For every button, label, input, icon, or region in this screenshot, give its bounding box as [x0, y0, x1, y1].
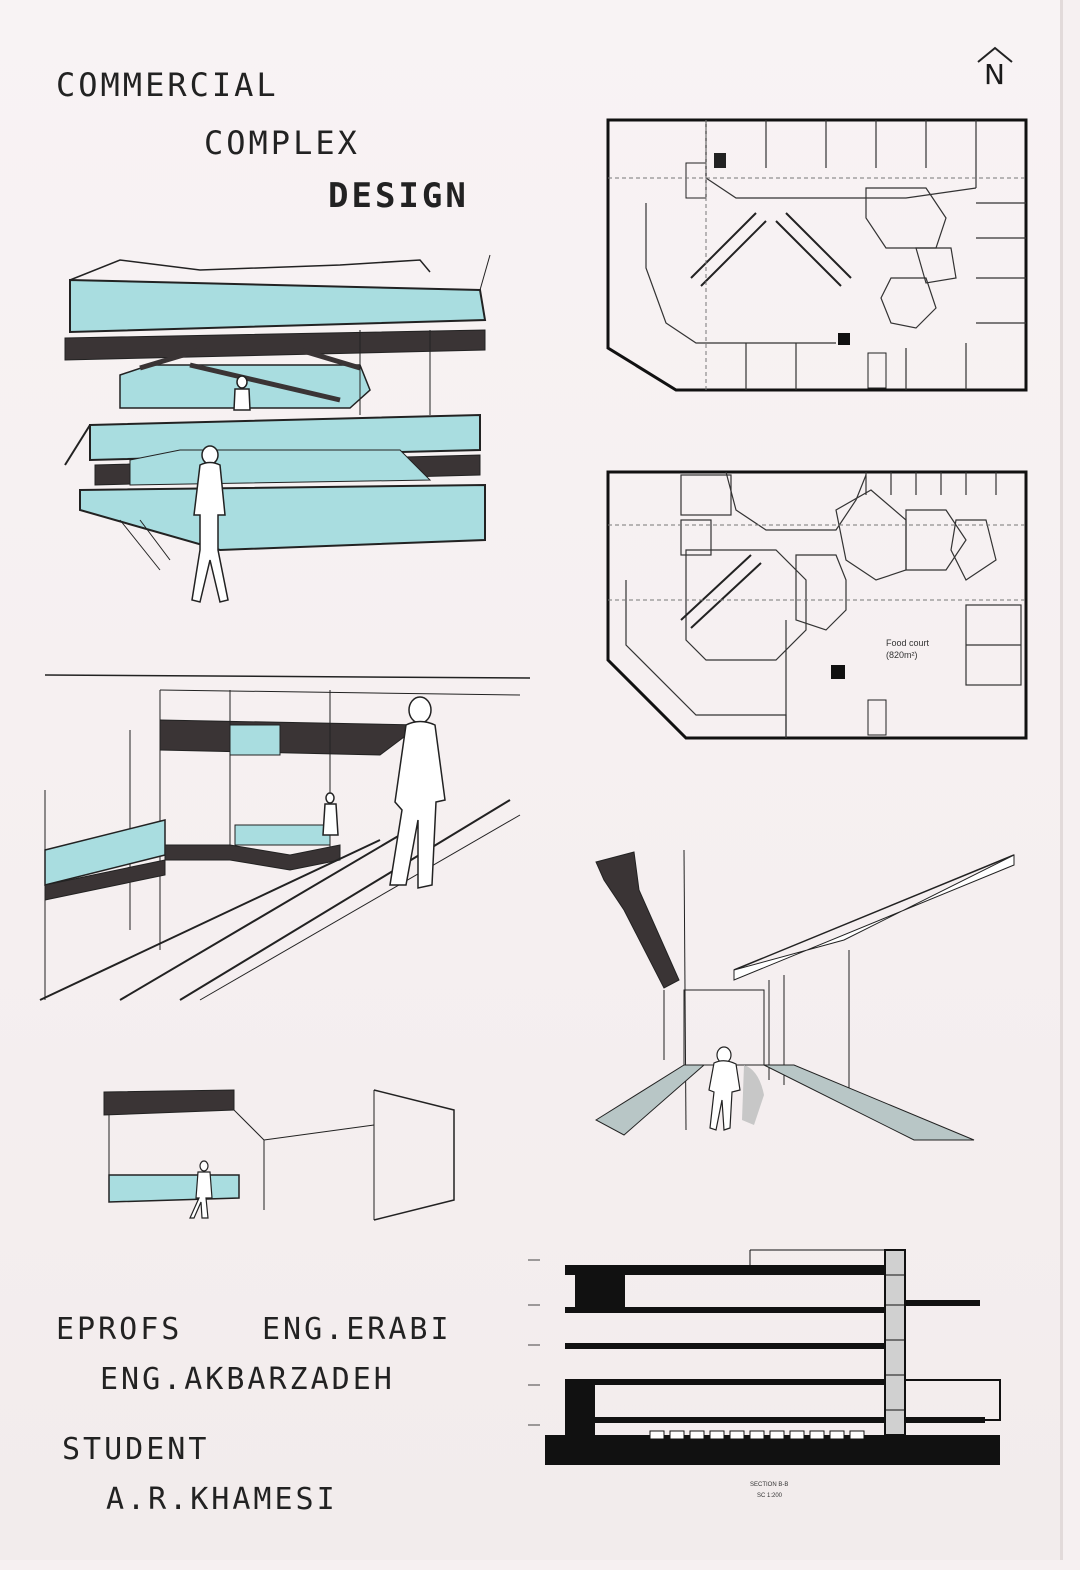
prof-name-2: ENG.AKBARZADEH	[100, 1362, 395, 1397]
section-title: SECTION B-B	[750, 1482, 789, 1488]
food-court-label: Food court	[886, 638, 930, 648]
profs-label: EPROFS	[56, 1312, 183, 1347]
atrium-perspective-sketch	[64, 254, 491, 603]
title-line-2: COMPLEX	[204, 124, 360, 162]
drawing-sheet: COMMERCIAL COMPLEX DESIGN N	[0, 0, 1063, 1560]
student-name: A.R.KHAMESI	[106, 1482, 338, 1517]
section-scale: SC 1:200	[757, 1493, 783, 1499]
north-label: N	[984, 58, 1005, 91]
entrance-perspective-sketch	[103, 1089, 455, 1221]
first-floor-plan	[606, 118, 1028, 393]
food-court-area: (820m²)	[886, 650, 918, 660]
corridor-perspective-sketch	[595, 849, 1015, 1141]
interior-perspective-sketch	[39, 674, 531, 1001]
title-line-1: COMMERCIAL	[56, 66, 279, 104]
title-line-3: DESIGN	[328, 176, 469, 216]
second-floor-plan	[606, 470, 1028, 740]
north-arrow-icon	[977, 46, 1013, 63]
section-b-b-drawing	[528, 1249, 1001, 1465]
student-label: STUDENT	[62, 1432, 210, 1467]
prof-name-1: ENG.ERABI	[262, 1312, 452, 1347]
